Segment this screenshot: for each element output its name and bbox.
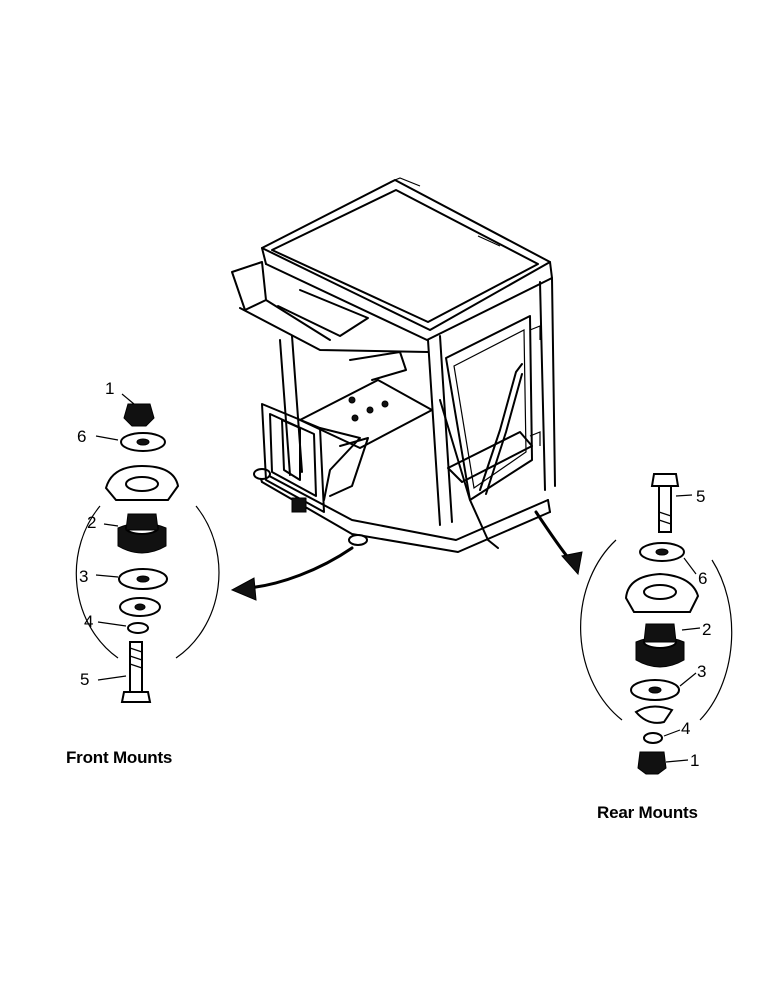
rear-callout-5: 5 xyxy=(696,487,705,506)
front-mount-arrow xyxy=(230,546,354,601)
front-nut xyxy=(123,403,155,427)
operator-cab xyxy=(231,177,556,553)
front-mount-assembly: 1 6 2 3 4 5 xyxy=(75,379,220,703)
rear-callout-2: 2 xyxy=(702,620,711,639)
rear-callout-3: 3 xyxy=(697,662,706,681)
front-callout-1: 1 xyxy=(105,379,114,398)
front-lock-washer xyxy=(127,622,149,634)
front-callout-2: 2 xyxy=(87,513,96,532)
rear-bolt xyxy=(658,485,672,533)
rear-callout-1: 1 xyxy=(690,751,699,770)
rear-nut xyxy=(637,751,667,775)
front-mounts-caption: Front Mounts xyxy=(66,748,173,767)
rear-bolt-head xyxy=(650,473,680,487)
front-callout-6: 6 xyxy=(77,427,86,446)
rear-callout-4: 4 xyxy=(681,719,690,738)
front-callout-5: 5 xyxy=(80,670,89,689)
rear-mounts-caption: Rear Mounts xyxy=(597,803,698,822)
rear-callout-6: 6 xyxy=(698,569,707,588)
front-callout-4: 4 xyxy=(84,612,93,631)
rear-mount-assembly: 5 6 2 3 4 1 xyxy=(580,473,733,775)
front-callout-3: 3 xyxy=(79,567,88,586)
rear-mount-arrow xyxy=(534,510,583,576)
